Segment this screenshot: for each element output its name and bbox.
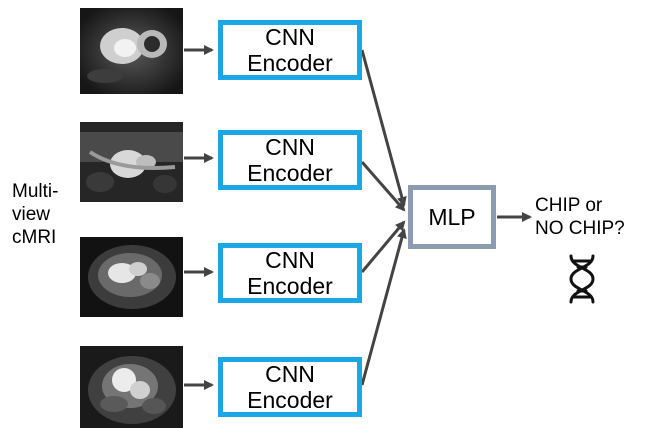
mlp-label: MLP: [428, 203, 476, 230]
encoder-label-line-1: CNN: [265, 134, 315, 160]
input-label-line-1: Multi-: [12, 181, 59, 202]
input-label-line-3: cMRI: [12, 227, 57, 248]
encoder-label-line-2: Encoder: [247, 50, 333, 76]
encoder-label-line-1: CNN: [265, 247, 315, 273]
output-label-line-2: NO CHIP?: [535, 218, 625, 239]
cnn-encoder-4: CNN Encoder: [218, 357, 362, 417]
mri-image-two-chamber: [80, 122, 183, 202]
output-label-line-1: CHIP or: [535, 195, 603, 216]
encoder-label-line-2: Encoder: [247, 160, 333, 186]
mlp-block: MLP: [408, 185, 496, 249]
arrow-encoder-2-to-mlp: [360, 161, 406, 212]
arrow-encoder-1-to-mlp: [360, 49, 407, 207]
input-label-line-2: view: [12, 204, 51, 225]
encoder-label-line-2: Encoder: [247, 273, 333, 299]
mri-image-four-chamber: [80, 346, 183, 428]
arrow-encoder-4-to-mlp: [360, 228, 407, 386]
encoder-label-line-1: CNN: [265, 361, 315, 387]
cnn-encoder-1: CNN Encoder: [218, 20, 362, 80]
encoder-label-line-2: Encoder: [247, 387, 333, 413]
output-label: CHIP or NO CHIP?: [535, 194, 625, 240]
encoder-label-line-1: CNN: [265, 24, 315, 50]
cnn-encoder-3: CNN Encoder: [218, 243, 362, 303]
input-label: Multi- view cMRI: [12, 180, 72, 249]
arrow-encoder-3-to-mlp: [360, 220, 406, 273]
mri-image-short-axis: [80, 8, 183, 94]
dna-icon: [567, 254, 597, 304]
cnn-encoder-2: CNN Encoder: [218, 130, 362, 190]
mri-image-three-chamber: [80, 237, 183, 317]
